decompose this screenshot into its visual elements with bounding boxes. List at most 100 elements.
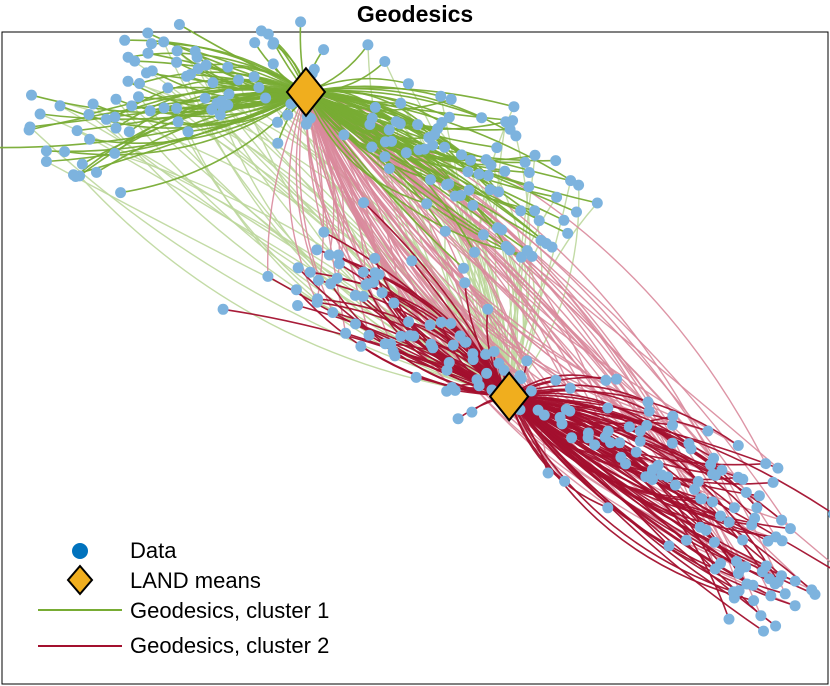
data-point [529, 149, 541, 161]
legend-data-marker [72, 543, 88, 559]
data-point [529, 205, 541, 217]
data-point [760, 560, 772, 572]
data-point [158, 102, 170, 114]
geodesic-cluster1 [305, 91, 427, 205]
data-point [439, 225, 451, 237]
geodesic-cluster2-to-mean1 [295, 91, 320, 281]
data-point [731, 555, 742, 567]
data-point [84, 133, 96, 145]
data-point [705, 459, 717, 471]
data-point [144, 105, 156, 117]
geodesic-cluster2 [508, 395, 813, 591]
data-point [146, 38, 157, 50]
data-point [408, 330, 420, 342]
data-point [740, 487, 752, 498]
data-point [641, 419, 653, 431]
data-point [708, 536, 720, 548]
data-point [379, 151, 391, 163]
axes-frame [1, 31, 829, 685]
data-point [26, 89, 37, 101]
data-point [482, 303, 494, 315]
data-point [340, 327, 352, 339]
data-point [253, 82, 265, 93]
data-point [492, 222, 503, 234]
data-point [255, 25, 267, 37]
data-point [538, 409, 550, 421]
data-point [292, 300, 304, 311]
geodesic-cluster1 [305, 91, 522, 258]
data-point [809, 588, 821, 600]
geodesic-cluster1-to-mean2 [29, 126, 510, 398]
data-point [728, 586, 739, 598]
data-point [463, 184, 475, 196]
data-point [784, 523, 796, 535]
data-point [133, 91, 144, 103]
data-point [40, 156, 52, 167]
data-point [312, 293, 323, 305]
data-point [267, 58, 279, 70]
data-point [507, 115, 519, 127]
data-point [600, 374, 612, 386]
data-point [467, 199, 479, 211]
data-point [59, 146, 71, 158]
data-point [389, 350, 401, 362]
data-point [695, 493, 707, 505]
data-point [728, 502, 740, 514]
data-point [173, 19, 185, 30]
geodesic-cluster1 [64, 91, 307, 156]
data-point [700, 524, 712, 536]
geodesic-cluster2 [509, 395, 830, 513]
data-point [482, 170, 494, 182]
data-point [134, 78, 145, 89]
data-point [611, 373, 623, 385]
data-point [54, 100, 66, 112]
data-point [441, 179, 453, 191]
data-point [666, 437, 678, 449]
data-point [217, 303, 229, 315]
data-point [363, 329, 375, 341]
data-point [493, 186, 505, 198]
chart-title: Geodesics [356, 1, 474, 27]
data-point [680, 534, 692, 546]
geodesic-cluster2-to-mean1 [305, 91, 723, 471]
data-point [272, 137, 284, 149]
data-point [446, 382, 458, 393]
data-point [455, 190, 467, 201]
data-point [362, 278, 374, 290]
data-point [214, 109, 226, 121]
data-point [126, 100, 138, 112]
data-point [564, 382, 576, 394]
data-point [76, 158, 88, 170]
data-point [369, 101, 381, 113]
data-point [267, 38, 279, 50]
geodesic-cluster1 [81, 91, 307, 165]
data-point [109, 147, 121, 159]
data-point [565, 175, 577, 187]
geodesic-cluster1 [305, 91, 431, 181]
data-point [723, 516, 735, 528]
data-point [122, 75, 134, 87]
data-point [402, 78, 414, 90]
data-point [383, 124, 395, 136]
data-point [158, 36, 170, 48]
data-point [410, 371, 422, 383]
data-point [459, 336, 471, 348]
data-point [602, 425, 614, 437]
data-point [379, 56, 391, 67]
data-point [515, 205, 527, 217]
legend-data-label: Data [130, 538, 177, 563]
data-point [469, 246, 480, 258]
data-point [445, 93, 457, 105]
geodesic-cluster1 [73, 91, 307, 176]
data-point [762, 535, 774, 547]
data-point [643, 405, 655, 417]
data-point [456, 149, 467, 161]
data-point [439, 141, 451, 153]
data-point [663, 540, 675, 552]
data-point [323, 249, 335, 261]
data-point [504, 123, 516, 135]
data-point [327, 307, 339, 318]
data-point [760, 458, 772, 470]
geodesic-cluster2-to-mean1 [267, 91, 307, 277]
data-point [488, 346, 500, 357]
